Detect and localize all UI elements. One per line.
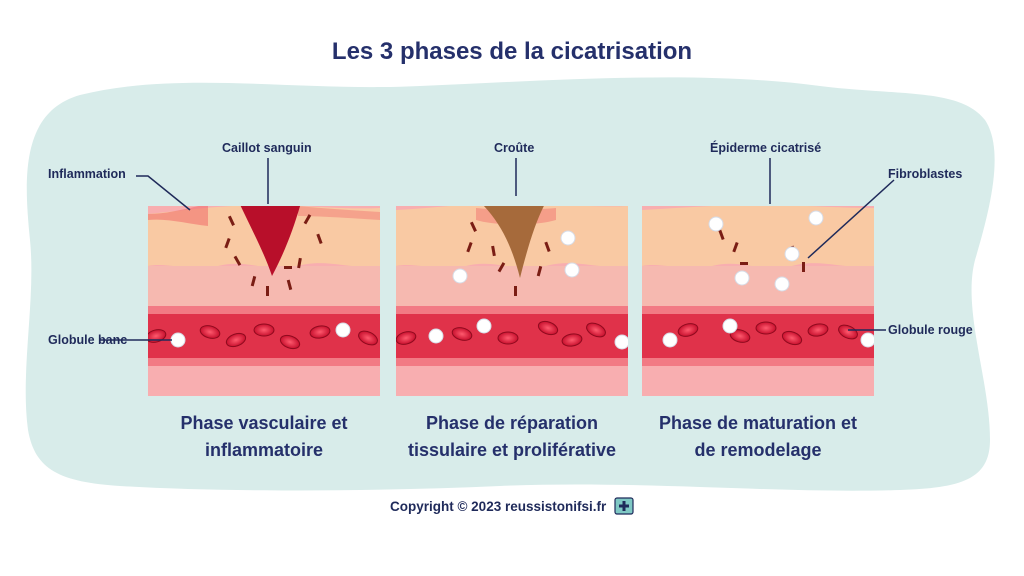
label-caillot-sanguin: Caillot sanguin bbox=[222, 141, 312, 155]
caption-2-line-2: tissulaire et proliférative bbox=[407, 440, 617, 460]
footer-copyright: Copyright © 2023 reussistonifsi.fr bbox=[0, 497, 1024, 518]
panel-vascular-phase bbox=[148, 206, 380, 396]
panel-maturation-phase bbox=[642, 206, 874, 396]
caption-panel-2: Phase de réparation tissulaire et prolif… bbox=[387, 410, 637, 464]
label-croute: Croûte bbox=[494, 141, 535, 155]
caption-3-line-2: de remodelage bbox=[694, 440, 822, 460]
caption-panel-3: Phase de maturation et de remodelage bbox=[633, 410, 883, 464]
nurse-logo-icon bbox=[614, 497, 634, 518]
label-globule-blanc: Globule banc bbox=[48, 333, 128, 347]
label-inflammation: Inflammation bbox=[48, 167, 126, 181]
caption-panel-1: Phase vasculaire et inflammatoire bbox=[139, 410, 389, 464]
copyright-text: Copyright © 2023 reussistonifsi.fr bbox=[389, 499, 607, 515]
caption-3-line-1: Phase de maturation et bbox=[658, 413, 858, 433]
label-globule-rouge: Globule rouge bbox=[888, 323, 973, 337]
panel-repair-phase bbox=[396, 206, 628, 396]
caption-1-line-1: Phase vasculaire et bbox=[180, 413, 348, 433]
label-epiderme-cicatrise: Épiderme cicatrisé bbox=[710, 141, 822, 155]
label-fibroblastes: Fibroblastes bbox=[888, 167, 963, 181]
page-title: Les 3 phases de la cicatrisation bbox=[331, 38, 693, 65]
caption-2-line-1: Phase de réparation bbox=[425, 413, 599, 433]
caption-1-line-2: inflammatoire bbox=[204, 440, 324, 460]
